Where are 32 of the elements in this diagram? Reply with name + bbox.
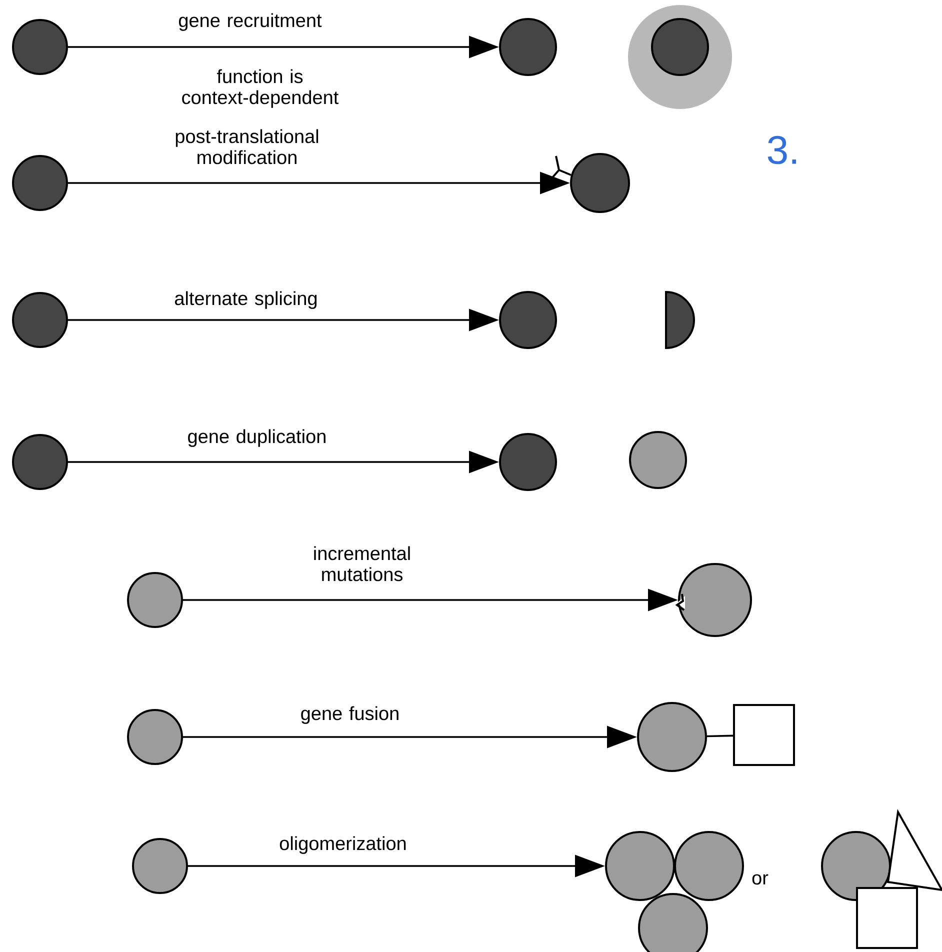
protein-circle — [12, 155, 68, 211]
protein-circle — [629, 431, 687, 489]
edge-label: oligomerization — [280, 836, 406, 854]
square — [856, 887, 918, 950]
protein-circle — [821, 831, 892, 901]
protein-circle — [637, 702, 707, 772]
protein-circle — [12, 19, 68, 75]
connector-line — [706, 734, 734, 738]
protein-circle — [499, 291, 557, 349]
protein-circle — [127, 572, 183, 628]
glycosylated-circle — [551, 153, 630, 213]
protein-circle — [132, 838, 188, 894]
label: or — [752, 874, 768, 885]
protein-circle — [127, 709, 183, 765]
protein-circle — [638, 893, 708, 952]
protein-circle — [605, 831, 675, 901]
protein-circle — [499, 18, 557, 76]
edge-label: alternate splicing — [174, 291, 317, 309]
protein-circle — [651, 18, 709, 76]
edge-label: gene fusion — [301, 706, 398, 724]
protein-circle — [499, 433, 557, 491]
square — [733, 704, 795, 766]
edge-label: incremental mutations — [314, 546, 410, 582]
protein-circle — [12, 292, 68, 348]
edge-label: gene recruitment — [179, 13, 322, 31]
edge-label: gene duplication — [188, 429, 326, 447]
protein-circle — [12, 434, 68, 490]
handwritten-note: 3. — [768, 136, 796, 164]
protein-circle — [674, 831, 744, 901]
edge-label: post-translational modification — [176, 129, 318, 164]
mutated-circle — [675, 563, 752, 637]
label: function is context-dependent — [182, 69, 339, 108]
